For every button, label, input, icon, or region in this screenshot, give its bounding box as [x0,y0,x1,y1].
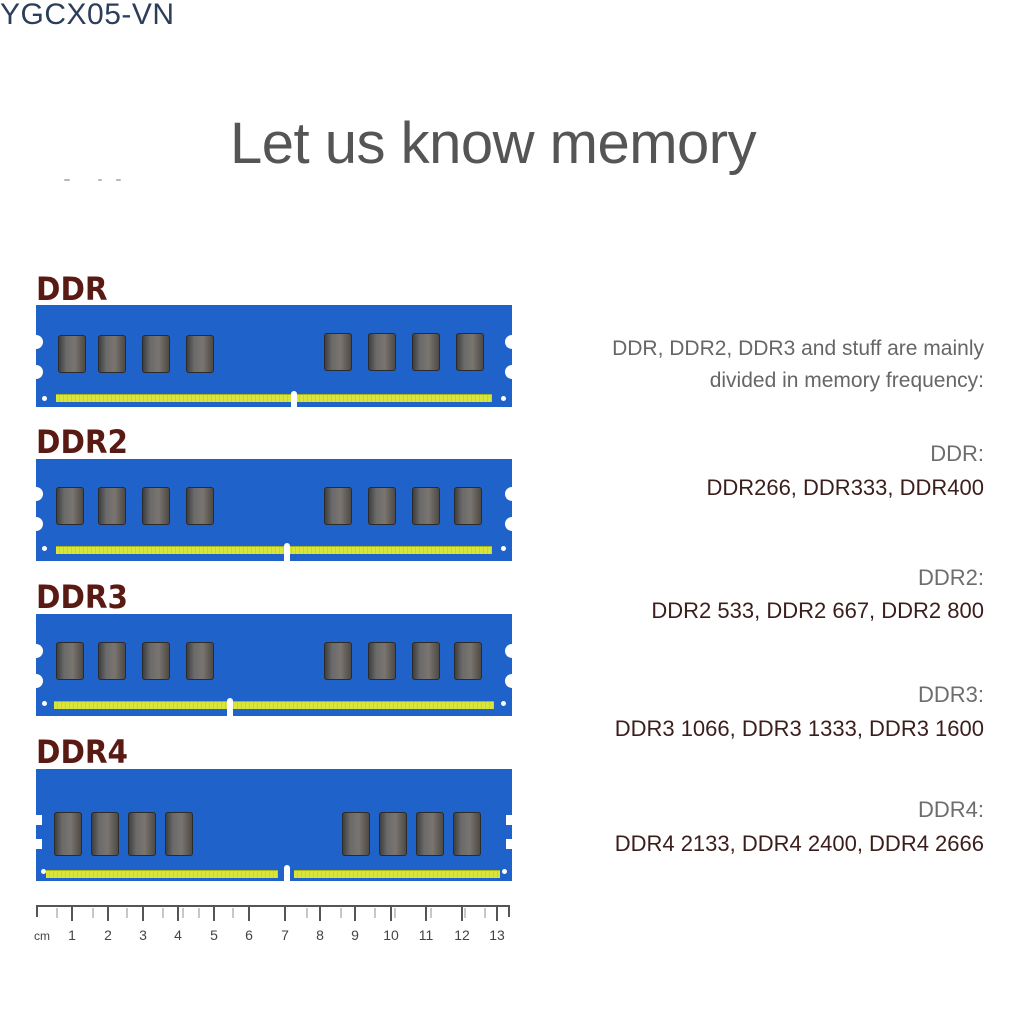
spec-frequencies-ddr4: DDR4 2133, DDR4 2400, DDR4 2666 [614,831,984,856]
memory-chip [453,812,481,856]
centimeter-ruler: cm 1 2 3 4 5 6 7 8 9 10 11 12 13 [34,905,510,950]
ruler-tick-label: 6 [245,927,253,943]
memory-chip [58,335,86,373]
ruler-tick-label: 3 [139,927,147,943]
ruler-tick-label: 8 [316,927,324,943]
ruler-tick-label: 11 [418,927,434,943]
memory-chip [324,642,352,680]
memory-chip [54,812,82,856]
module-ddr4 [36,769,512,881]
ruler-tick-label: 9 [351,927,359,943]
module-ddr3 [29,614,519,716]
memory-chip [454,487,482,525]
decorative-smudge [64,179,124,182]
spec-frequencies-ddr2: DDR2 533, DDR2 667, DDR2 800 [651,598,984,623]
memory-chip [342,812,370,856]
ruler-tick-label: 2 [104,927,112,943]
brand-watermark: YGCX05-VN [0,0,175,31]
module-key-notch [291,391,297,407]
memory-chip [454,642,482,680]
memory-chip [186,487,214,525]
memory-chip [186,642,214,680]
memory-chip [368,642,396,680]
memory-chip [368,487,396,525]
memory-chip [142,487,170,525]
module-key-notch [284,865,290,881]
intro-line-1: DDR, DDR2, DDR3 and stuff are mainly [612,337,984,360]
spec-frequencies-ddr3: DDR3 1066, DDR3 1333, DDR3 1600 [614,716,984,741]
ruler-tick-label: 4 [174,927,182,943]
module-key-notch [284,543,290,561]
memory-chip [142,642,170,680]
intro-text: DDR, DDR2, DDR3 and stuff are mainly div… [612,333,984,397]
memory-chip [456,333,484,371]
memory-chip [412,333,440,371]
memory-chip [91,812,119,856]
module-label-ddr3: DDR3 [36,578,129,616]
memory-chip [416,812,444,856]
memory-chip [186,335,214,373]
spec-frequencies-ddr: DDR266, DDR333, DDR400 [706,475,984,500]
spec-type-ddr3: DDR3: [917,682,984,707]
memory-chip [368,333,396,371]
memory-chip [324,487,352,525]
contact-pins [46,870,278,878]
memory-chip [98,642,126,680]
contact-pins [56,546,492,554]
ruler-tick-label: 5 [210,927,218,943]
memory-chip [412,487,440,525]
ruler-tick-label: 1 [68,927,76,943]
ruler-tick-label: 10 [383,927,399,943]
memory-chip [165,812,193,856]
module-key-notch [227,698,233,716]
memory-chip [98,487,126,525]
ruler-tick-label: 7 [281,927,289,943]
spec-type-ddr: DDR: [930,441,984,466]
module-label-ddr: DDR [36,270,108,308]
module-ddr [29,305,519,407]
module-label-ddr4: DDR4 [36,733,129,771]
contact-pins [294,870,500,878]
memory-chip [324,333,352,371]
memory-chip [56,487,84,525]
ruler-unit: cm [34,929,50,943]
memory-chip [379,812,407,856]
contact-pins [54,701,494,709]
memory-chip [56,642,84,680]
contact-pins [56,394,492,402]
ruler-tick-label: 12 [454,927,470,943]
page-title: Let us know memory [230,111,757,176]
module-ddr2 [29,459,519,561]
memory-chip [142,335,170,373]
intro-line-2: divided in memory frequency: [709,369,984,392]
memory-chip [412,642,440,680]
memory-chip [98,335,126,373]
module-label-ddr2: DDR2 [36,423,129,461]
spec-type-ddr4: DDR4: [917,797,984,822]
spec-type-ddr2: DDR2: [917,565,984,590]
ruler-tick-label: 13 [489,927,505,943]
memory-chip [128,812,156,856]
